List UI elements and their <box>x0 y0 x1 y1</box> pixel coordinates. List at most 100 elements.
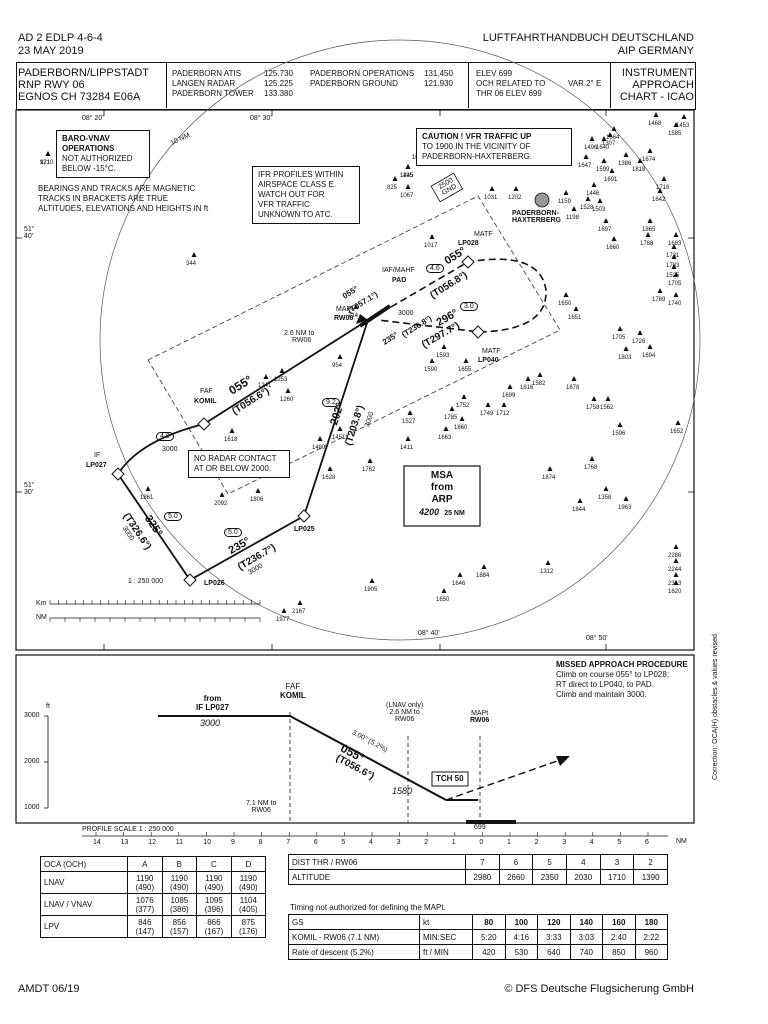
table-row: DIST THR / RW06 7 6 5 4 3 2 <box>288 854 668 870</box>
table-cell: 420 <box>472 944 506 960</box>
profile-tick-label: 5 <box>341 839 346 846</box>
graticule-ticks <box>16 110 694 650</box>
obstacle-icon <box>353 304 359 309</box>
obstacle-elevation: 1528 <box>580 205 594 211</box>
haxterberg-label: PADERBORN-HAXTERBERG <box>512 210 561 224</box>
obstacle-icon <box>337 426 343 431</box>
obstacle-icon <box>367 458 373 463</box>
table-cell: 740 <box>569 944 603 960</box>
obstacle-elevation: 1616 <box>520 385 534 391</box>
profile-tick-label: 12 <box>148 839 156 846</box>
obstacle-elevation: 1067 <box>400 193 414 199</box>
profile-tick-label: 5 <box>617 839 622 846</box>
obstacle-elevation: 1674 <box>642 157 656 163</box>
obstacle-elevation: 1312 <box>540 569 554 575</box>
table-header: kt <box>419 914 473 930</box>
elevation-info: ELEV 699 OCH RELATED TO THR 06 ELEV 699 … <box>476 69 608 99</box>
obstacle-icon <box>461 394 467 399</box>
freq-ground: PADERBORN GROUND <box>310 79 398 88</box>
obstacle-icon <box>647 148 653 153</box>
profile-tick-label: 3 <box>396 839 401 846</box>
plan-frame <box>15 109 695 651</box>
lat-label-4: 08° 50' <box>586 635 608 642</box>
table-row: ALTITUDE 2980 2660 2350 2030 1710 1390 <box>288 869 668 885</box>
procedure-name: RNP RWY 06 <box>18 79 85 91</box>
obstacle-elevation: 344 <box>186 261 197 267</box>
obstacle-icon <box>637 158 643 163</box>
obstacle-icon <box>145 486 151 491</box>
obstacle-elevation: 1660 <box>606 245 620 251</box>
obstacle-elevation: 1647 <box>578 163 592 169</box>
obstacle-elevation: 1210 <box>40 160 54 166</box>
obstacle-elevation: 1861 <box>140 495 154 501</box>
obstacle-icon <box>255 488 261 493</box>
table-cell: Rate of descent (5.2%) <box>288 944 420 960</box>
wpt-pad-label: PAD <box>392 277 407 284</box>
obstacle-elevation: 1582 <box>532 381 546 387</box>
profile-tick-label: 6 <box>313 839 318 846</box>
table-cell: 846 (147) <box>127 915 163 938</box>
lon-min: 40' <box>24 233 34 240</box>
profile-scale-label: PROFILE SCALE 1 : 250 000 <box>82 826 174 833</box>
obstacle-elevation: 1652 <box>670 429 684 435</box>
table-cell: 100 <box>504 914 538 930</box>
och-related: OCH RELATED TO <box>476 79 546 88</box>
table-cell: 1085 (386) <box>161 893 198 916</box>
obstacle-elevation: 1699 <box>502 393 516 399</box>
freq-radar-value: 125.225 <box>264 79 293 88</box>
table-cell: 1190 (490) <box>127 871 163 894</box>
profile-ft-unit: ft <box>46 703 50 710</box>
publication-name: LUFTFAHRTHANDBUCH DEUTSCHLAND <box>482 32 694 44</box>
doc-id: AD 2 EDLP 4-6-4 <box>18 32 103 44</box>
lat-label-3: 08° 40' <box>418 630 440 637</box>
note-line: IFR PROFILES WITHIN <box>258 170 344 179</box>
egnos-channel: EGNOS CH 73284 E06A <box>18 91 141 103</box>
profile-tick-label: 14 <box>93 839 101 846</box>
msa-box <box>403 465 481 527</box>
obstacle-elevation: 1963 <box>618 505 632 511</box>
obstacle-elevation: 1651 <box>568 315 582 321</box>
obstacle-elevation: 921 <box>40 160 51 166</box>
missed-line: Climb and maintain 3000. <box>556 690 647 699</box>
obstacle-elevation: 714 <box>348 313 359 319</box>
wpt-lp040-symbol <box>471 325 485 339</box>
obstacle-icon <box>657 288 663 293</box>
profile-tick-label: 1 <box>507 839 511 846</box>
obstacle-icon <box>571 206 577 211</box>
table-cell: 2980 <box>465 869 500 885</box>
lon-label-2: 51°30' <box>24 482 35 496</box>
freq-tower: PADERBORN TOWER <box>172 89 254 98</box>
faf-line: KOMIL <box>280 691 306 700</box>
obstacle-elevation: 1642 <box>652 197 666 203</box>
msa-altitude: 4200 <box>419 507 440 517</box>
mapt-line: MAPt <box>471 710 489 717</box>
table-header: OCA (OCH) <box>40 856 128 872</box>
wpt-matf-label: MATF <box>474 231 493 238</box>
obstacle-icon <box>191 252 197 257</box>
lat-label-2: 08° 30' <box>250 115 272 122</box>
obstacle-icon <box>605 396 611 401</box>
table-row: LNAV 1190 (490) 1190 (490) 1190 (490) 11… <box>40 871 267 894</box>
scale-bars <box>50 603 260 619</box>
obstacle-elevation: 1806 <box>250 497 264 503</box>
table-cell: 4:16 <box>504 929 538 945</box>
obstacle-elevation: 1480 <box>312 445 326 451</box>
obstacle-elevation: 1618 <box>224 437 238 443</box>
obstacle-icon <box>601 158 607 163</box>
alt-3000-label: 3000 <box>398 310 414 317</box>
obstacle-icon <box>617 326 623 331</box>
freq-ground-value: 121.930 <box>424 79 453 88</box>
obstacle-elevation: 1562 <box>600 405 614 411</box>
nm71-line: 7.1 NM to <box>246 800 277 807</box>
note-line: AIRSPACE CLASS E. <box>258 180 337 189</box>
msa-line: ARP <box>431 494 453 505</box>
obstacle-elevation: 1640 <box>596 145 610 151</box>
obstacle-icon <box>617 422 623 427</box>
faf-line: FAF <box>285 682 301 691</box>
mapt-line: RW06 <box>470 717 490 724</box>
obstacle-icon <box>597 198 603 203</box>
obstacle-icon <box>459 416 465 421</box>
lnav-line: (LNAV only) <box>386 702 424 709</box>
obstacle-icon <box>405 184 411 189</box>
